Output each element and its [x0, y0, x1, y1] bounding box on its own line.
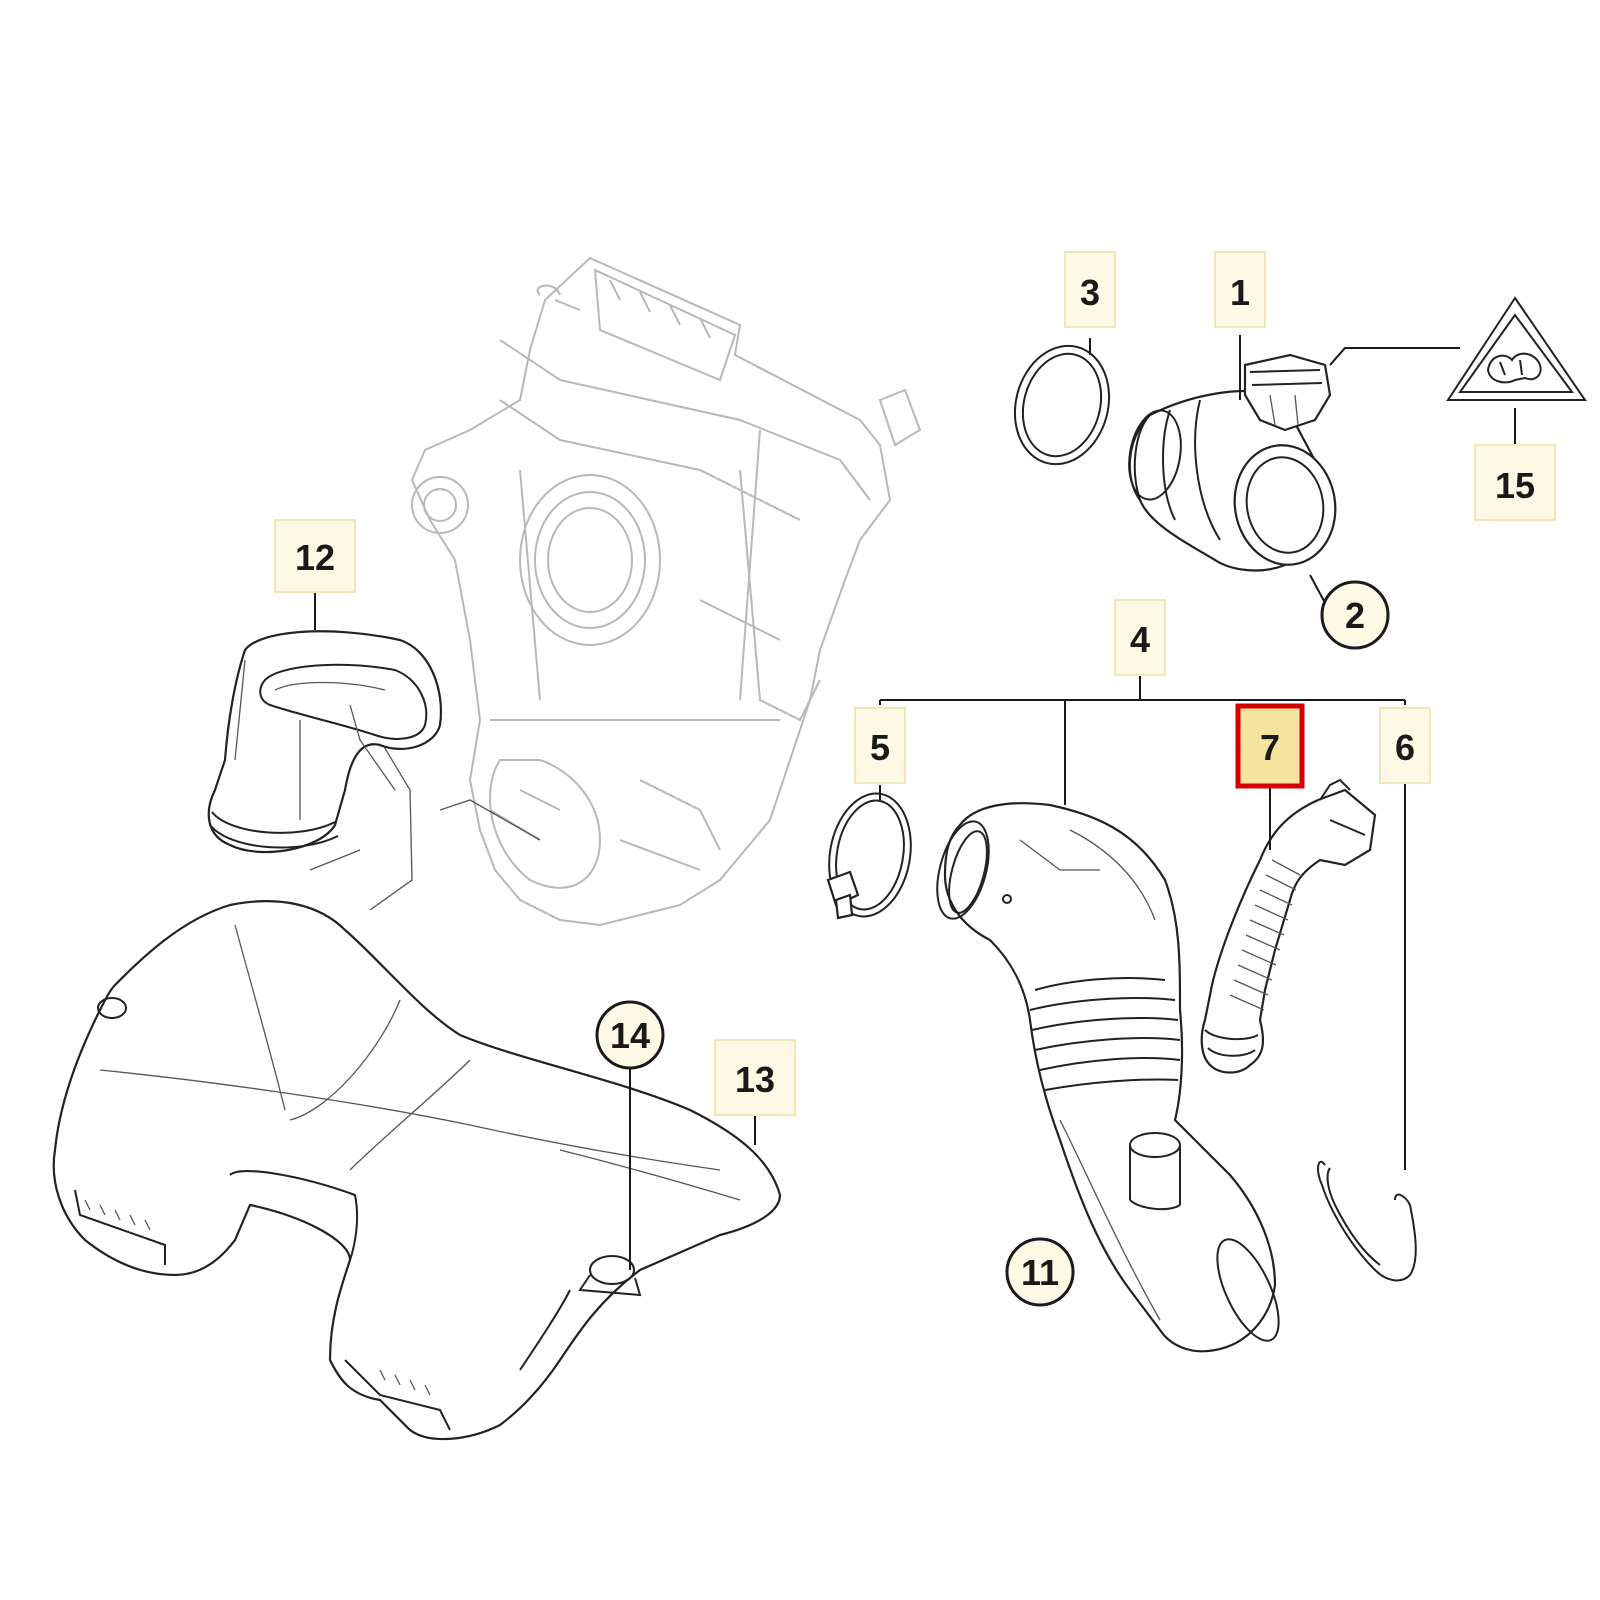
part-15-warning-label	[1446, 296, 1587, 401]
callout-2-text: 2	[1345, 595, 1365, 636]
callout-2[interactable]: 2	[1320, 580, 1390, 650]
part-13-bottom-cover	[52, 900, 782, 1441]
callout-12[interactable]: 12	[274, 519, 356, 593]
callout-7-highlighted[interactable]: 7	[1235, 703, 1305, 789]
callout-3-text: 3	[1080, 272, 1100, 313]
callout-15-text: 15	[1495, 465, 1535, 506]
callout-14[interactable]: 14	[595, 1000, 665, 1070]
callout-4[interactable]: 4	[1114, 599, 1166, 676]
callout-7-text: 7	[1260, 727, 1280, 768]
callout-13[interactable]: 13	[714, 1039, 796, 1116]
callout-6[interactable]: 6	[1379, 707, 1431, 784]
callout-6-text: 6	[1395, 727, 1415, 768]
callout-11-text: 11	[1021, 1252, 1059, 1293]
part-5-hose-clamp	[826, 792, 912, 920]
callout-14-text: 14	[610, 1015, 650, 1056]
callout-13-text: 13	[735, 1059, 775, 1100]
part-7-vent-hose	[1200, 778, 1377, 1074]
callout-1-text: 1	[1230, 272, 1250, 313]
part-12-intake-elbow	[207, 630, 442, 854]
callout-5-text: 5	[870, 727, 890, 768]
triangle-warning-icon	[1486, 352, 1542, 384]
callout-3[interactable]: 3	[1064, 251, 1116, 328]
callout-12-text: 12	[295, 537, 335, 578]
assembly-guide-lines	[309, 739, 541, 911]
callout-5[interactable]: 5	[854, 707, 906, 784]
callout-11[interactable]: 11	[1005, 1237, 1075, 1307]
air-filter-housing	[410, 256, 922, 927]
part-3-o-ring	[1013, 344, 1111, 466]
callout-4-text: 4	[1130, 619, 1150, 660]
part-11-intake-boot	[936, 802, 1280, 1353]
part-1-mass-air-flow-sensor	[1128, 353, 1337, 572]
callout-15[interactable]: 15	[1474, 444, 1556, 521]
part-6-wire-clip	[1317, 1160, 1417, 1282]
callout-1[interactable]: 1	[1214, 251, 1266, 328]
